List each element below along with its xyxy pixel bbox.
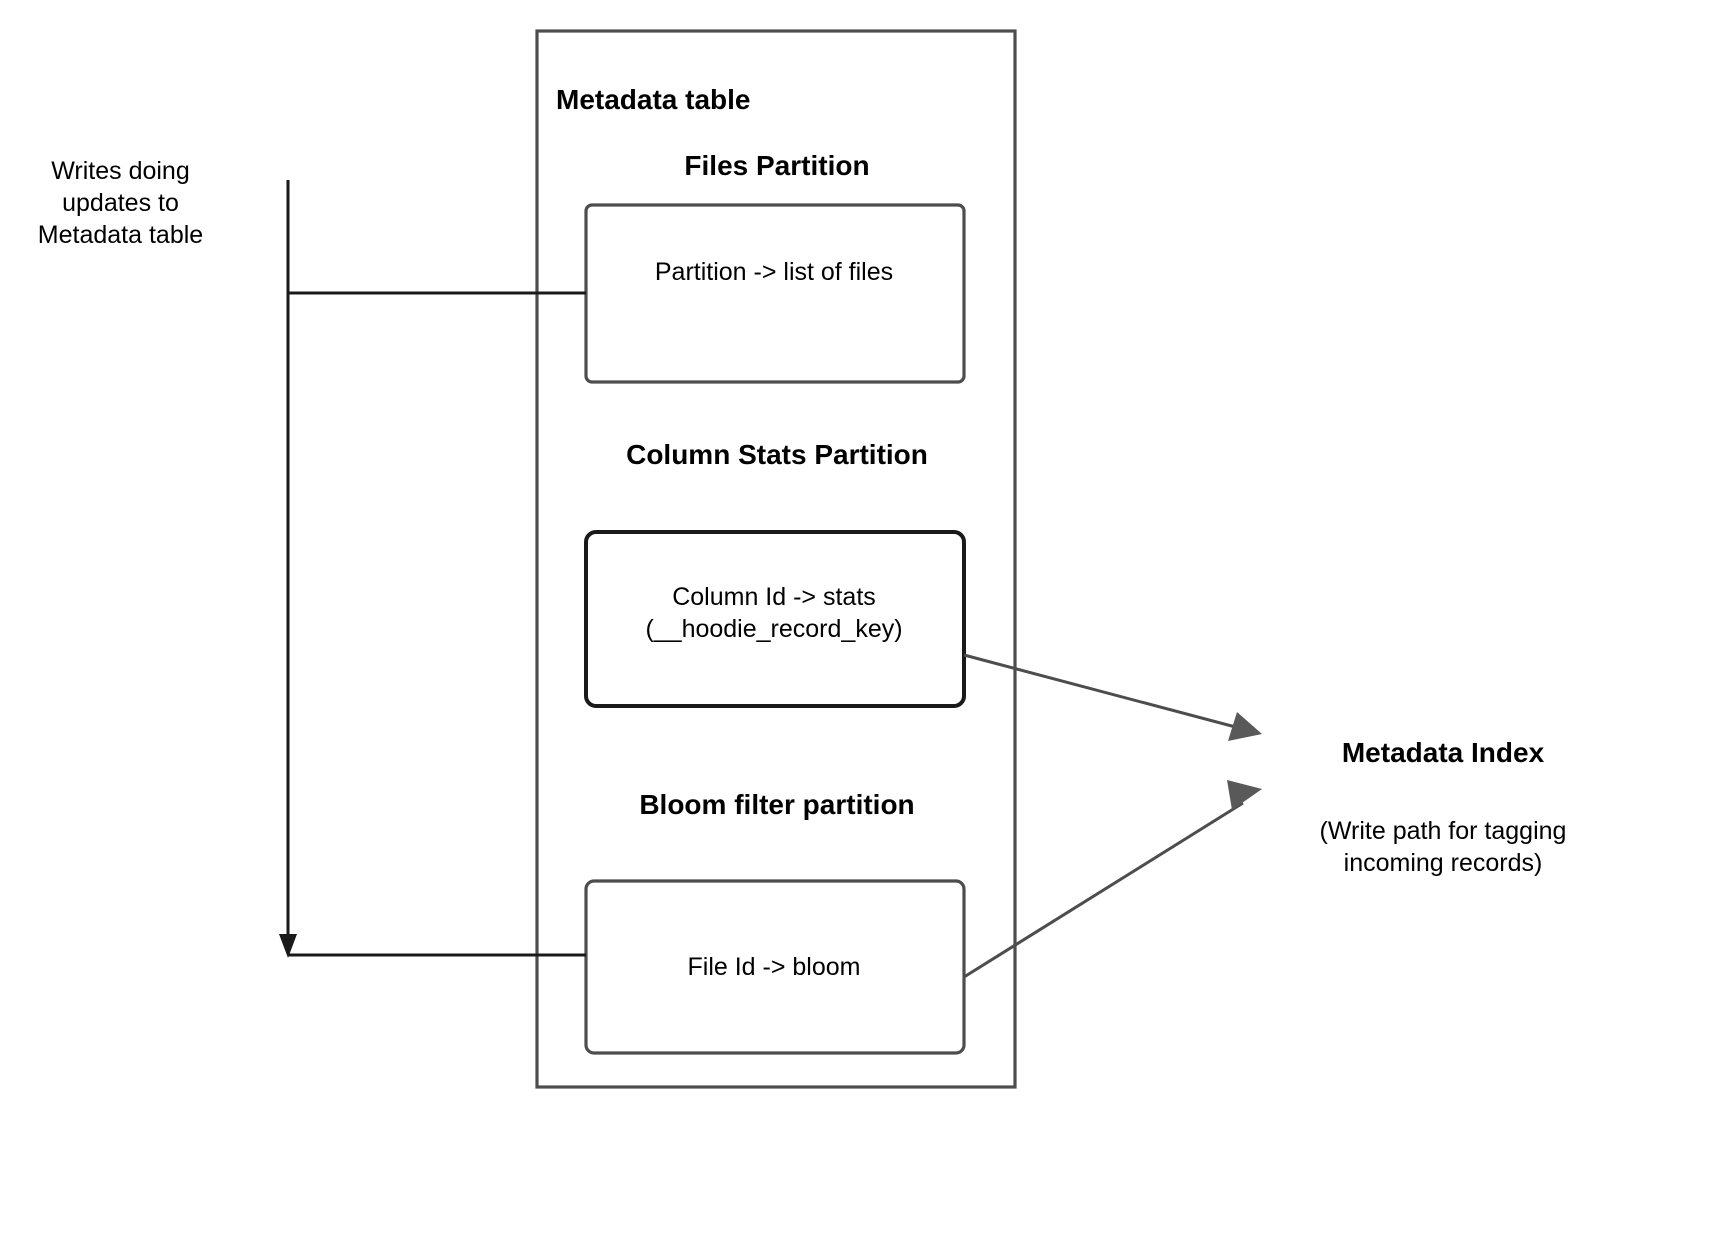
files-partition-box	[584, 203, 966, 384]
colstats-to-index-line	[963, 653, 1244, 731]
metadata-index-title: Metadata Index	[1341, 737, 1545, 768]
files-partition-heading: Files Partition	[684, 150, 870, 181]
writes-trunk-arrowhead-icon	[279, 934, 297, 958]
colstats-to-index-arrowhead-icon	[1228, 712, 1262, 741]
column-stats-partition-box-text: Column Id -> stats (__hoodie_record_key)	[645, 583, 903, 643]
bloom-to-index-arrowhead-icon	[1227, 780, 1262, 810]
metadata-table-title: Metadata table	[556, 84, 751, 115]
files-partition-box-text: Partition -> list of files	[654, 258, 894, 286]
metadata-index-subtitle: (Write path for tagging incoming records…	[1319, 817, 1567, 877]
writes-annotation-label: Writes doing updates to Metadata table	[37, 157, 204, 249]
column-stats-partition-box	[584, 530, 966, 708]
bloom-to-index-line	[963, 801, 1244, 979]
bloom-filter-partition-box-text: File Id -> bloom	[687, 953, 861, 981]
metadata-table-container	[535, 29, 1017, 1089]
bloom-filter-partition-box	[584, 879, 966, 1055]
bloom-filter-partition-heading: Bloom filter partition	[639, 789, 915, 820]
column-stats-partition-heading: Column Stats Partition	[626, 439, 928, 470]
